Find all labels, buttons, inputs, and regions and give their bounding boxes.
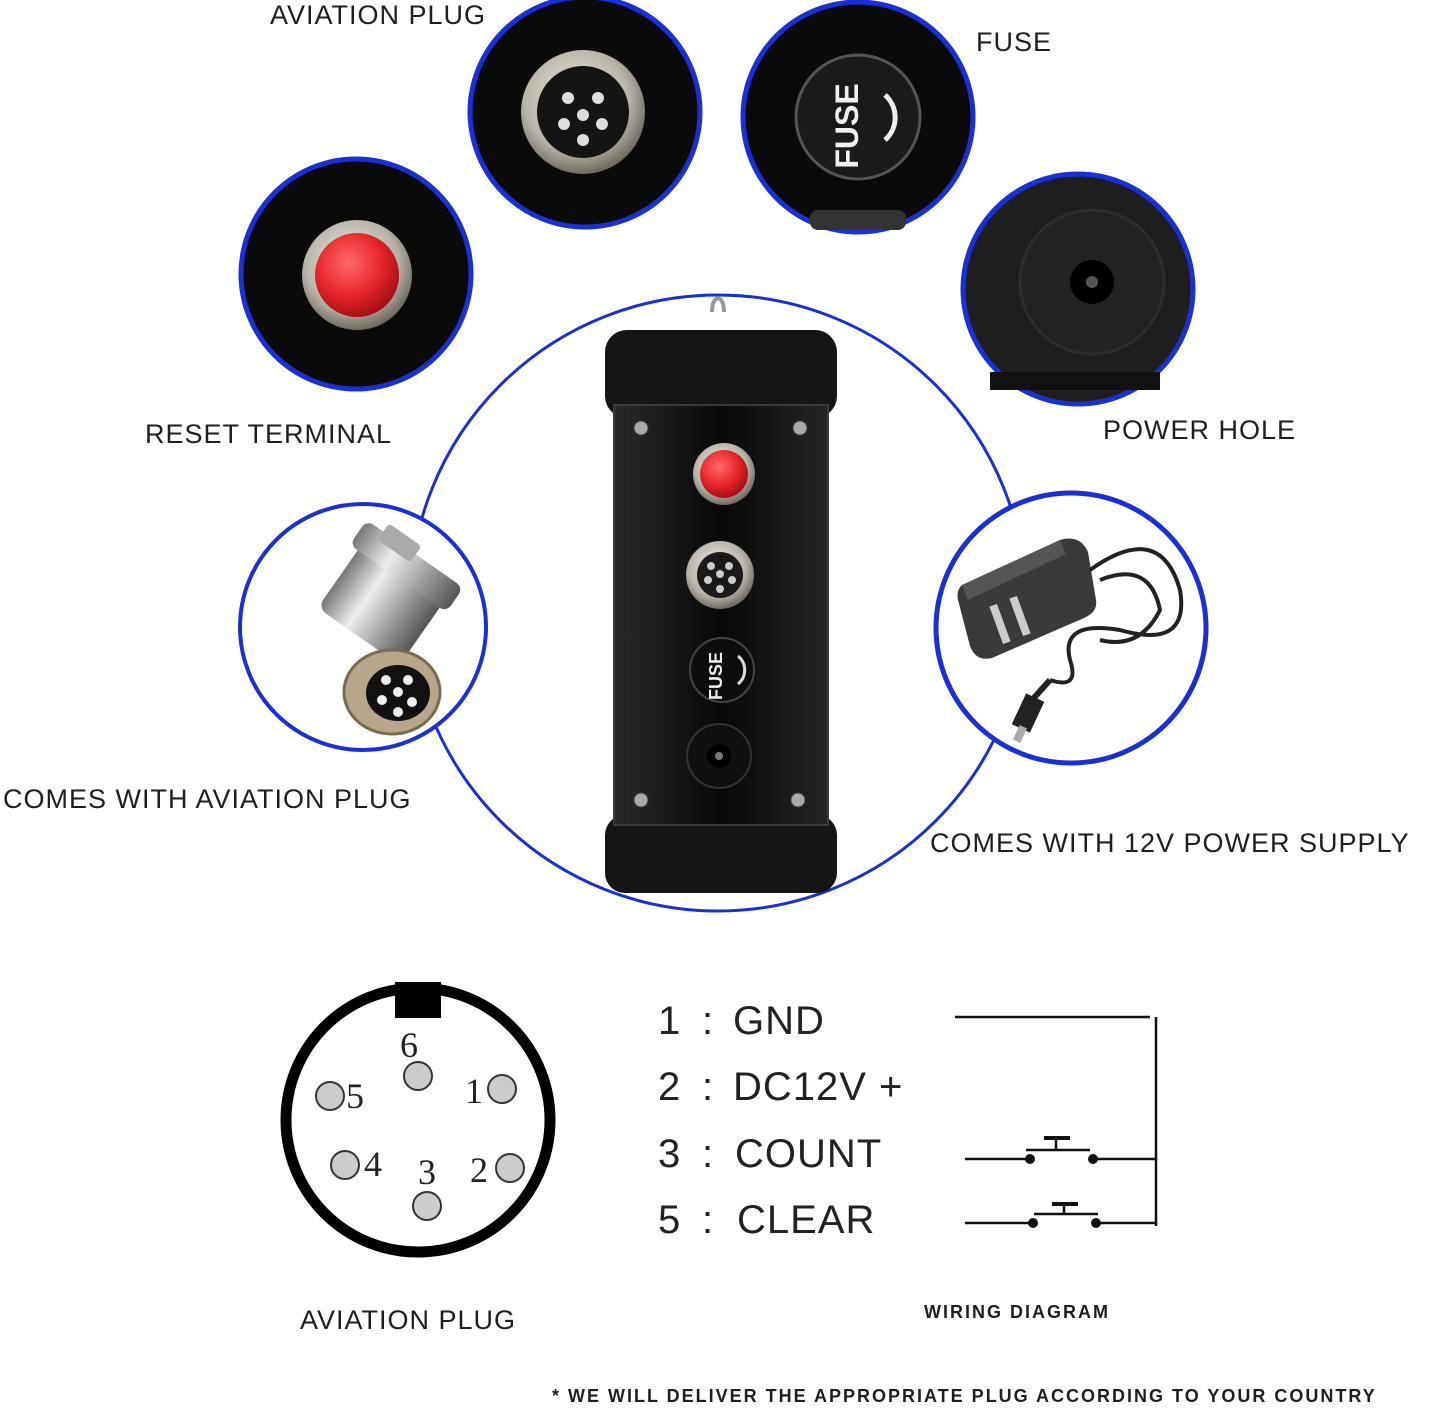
pinout-num-1: 1 [658, 999, 681, 1043]
pinout-num-3: 3 [658, 1132, 681, 1176]
pinout-name-count: COUNT [735, 1132, 882, 1176]
pinout-sep-5: : [702, 1198, 714, 1242]
pinout-list: 1 : GND 2 : DC12V + 3 : COUNT 5 : CLEAR [658, 999, 903, 1242]
pin-label-2: 2 [470, 1150, 488, 1190]
fuse-detail-text: FUSE [829, 83, 865, 168]
label-aviation-plug-bottom: AVIATION PLUG [300, 1305, 517, 1335]
pinout-sep-2: : [702, 1065, 714, 1109]
wiring-schematic [955, 1015, 1158, 1226]
pinout-name-gnd: GND [733, 999, 825, 1043]
fuse-detail: FUSE [740, 0, 976, 235]
label-reset-terminal: RESET TERMINAL [145, 419, 393, 449]
pinout-sep-1: : [702, 999, 714, 1043]
pinout-num-5: 5 [658, 1198, 681, 1242]
pinout-name-dc12v: DC12V + [733, 1065, 903, 1109]
included-aviation-plug-detail [238, 502, 488, 752]
power-supply-detail [933, 490, 1209, 766]
controller-box: FUSE [605, 295, 837, 893]
aviation-plug-detail [467, 0, 703, 230]
reset-terminal-detail [238, 156, 474, 392]
box-fuse-text: FUSE [706, 652, 726, 700]
label-aviation-plug-top: AVIATION PLUG [270, 0, 487, 30]
pin-label-5: 5 [346, 1076, 364, 1116]
pin-label-3: 3 [418, 1152, 436, 1192]
label-fuse: FUSE [976, 27, 1053, 57]
label-comes-with-aviation-plug: COMES WITH AVIATION PLUG [3, 784, 412, 814]
label-wiring-diagram: WIRING DIAGRAM [924, 1302, 1110, 1322]
pin-label-6: 6 [400, 1025, 418, 1065]
footnote: * WE WILL DELIVER THE APPROPRIATE PLUG A… [552, 1386, 1377, 1406]
pinout-sep-3: : [702, 1132, 714, 1176]
label-comes-with-power-supply: COMES WITH 12V POWER SUPPLY [930, 828, 1410, 858]
pin-diagram: 6 5 1 4 2 3 [280, 982, 556, 1258]
power-hole-detail [960, 171, 1196, 407]
pinout-num-2: 2 [658, 1065, 681, 1109]
pinout-name-clear: CLEAR [737, 1198, 875, 1242]
pin-label-4: 4 [364, 1144, 382, 1184]
pin-label-1: 1 [465, 1071, 483, 1111]
label-power-hole: POWER HOLE [1103, 415, 1297, 445]
